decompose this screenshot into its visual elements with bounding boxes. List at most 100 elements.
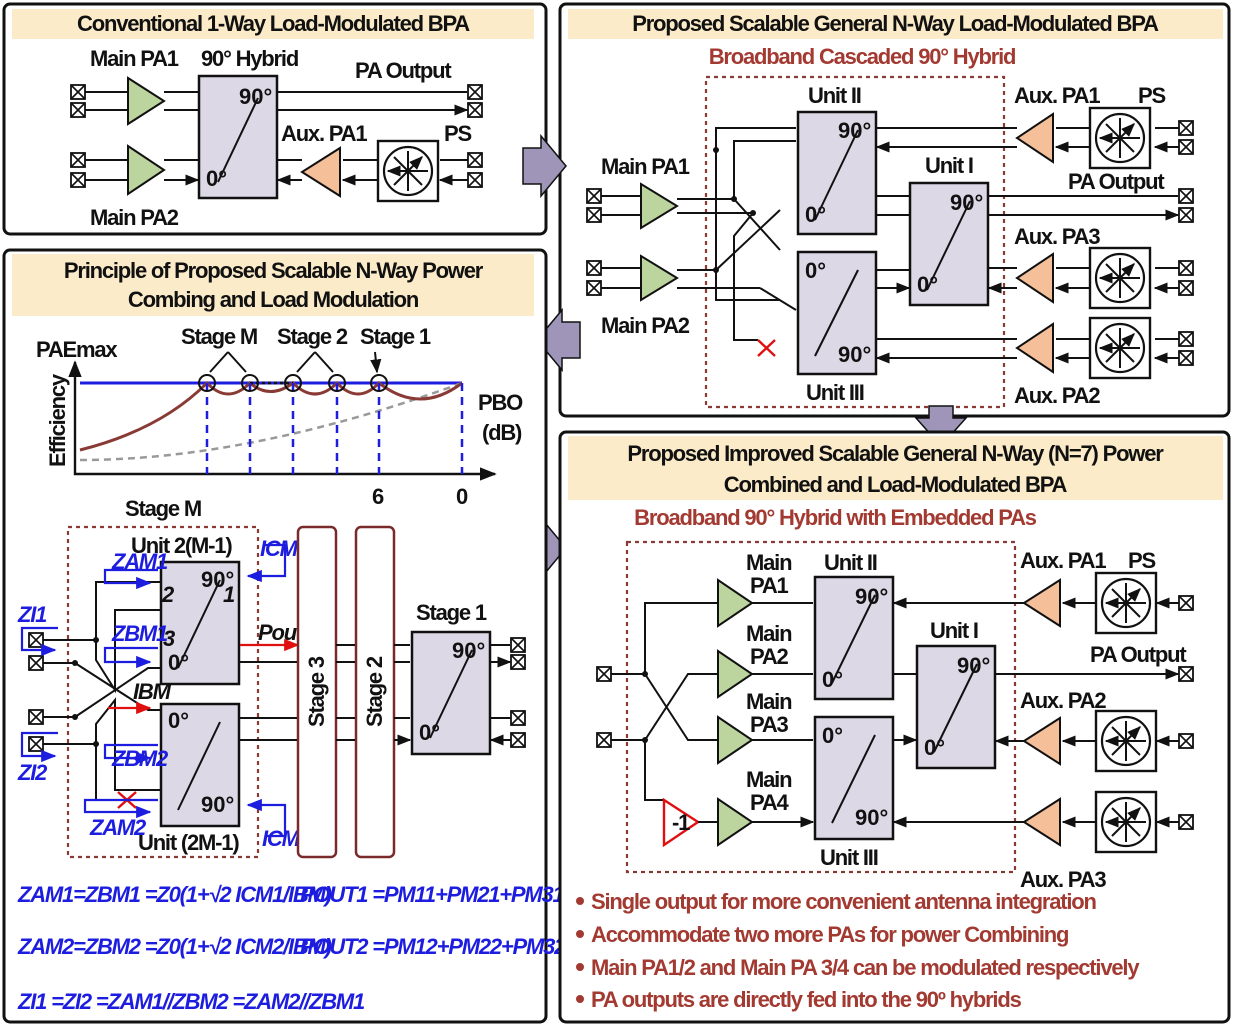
svg-text:ZBM2: ZBM2 [111, 746, 169, 771]
svg-text:6: 6 [372, 484, 384, 509]
svg-text:IBM: IBM [133, 679, 172, 704]
svg-text:Stage M: Stage M [125, 496, 201, 521]
tl-main-pa2 [127, 144, 166, 196]
svg-text:0°: 0° [168, 708, 189, 733]
svg-text:PA3: PA3 [750, 712, 789, 737]
panel-conventional: Conventional 1-Way Load-Modulated BPA Ma… [2, 2, 548, 236]
svg-text:90°: 90° [201, 567, 234, 592]
svg-text:Single output for more conveni: Single output for more convenient antenn… [591, 889, 1097, 914]
svg-text:ZI2: ZI2 [17, 760, 48, 785]
svg-text:Unit I: Unit I [930, 618, 978, 643]
svg-text:90°: 90° [239, 84, 272, 109]
svg-text:PA2: PA2 [750, 644, 789, 669]
tl-aux-pa1-label: Aux. PA1 [281, 121, 367, 146]
panel-scalable: Proposed Scalable General N-Way Load-Mod… [558, 2, 1231, 418]
svg-text:PAEmax: PAEmax [36, 337, 118, 362]
panel-improved: Proposed Improved Scalable General N-Way… [558, 430, 1231, 1024]
svg-text:2: 2 [161, 582, 175, 607]
svg-text:90°: 90° [950, 190, 983, 215]
svg-text:Stage 1: Stage 1 [360, 324, 431, 349]
svg-text:-1: -1 [672, 810, 690, 835]
tl-aux-pa1 [300, 146, 341, 198]
svg-text:POUT2 =PM12+PM22+PM32: POUT2 =PM12+PM22+PM32 [300, 934, 567, 959]
svg-text:Principle of Proposed Scalable: Principle of Proposed Scalable N-Way Pow… [64, 258, 484, 283]
svg-text:0°: 0° [805, 258, 826, 283]
svg-text:Main: Main [746, 689, 792, 714]
svg-text:Stage 3: Stage 3 [304, 656, 329, 727]
svg-text:1: 1 [223, 582, 235, 607]
svg-text:90°: 90° [855, 584, 888, 609]
svg-text:Main PA2: Main PA2 [601, 313, 690, 338]
svg-text:PBO: PBO [478, 390, 523, 415]
svg-text:Unit III: Unit III [806, 380, 864, 405]
svg-text:Stage 2: Stage 2 [277, 324, 348, 349]
svg-text:Unit I: Unit I [925, 153, 973, 178]
svg-text:ZAM2: ZAM2 [89, 815, 147, 840]
svg-text:Stage M: Stage M [181, 324, 257, 349]
svg-text:PA4: PA4 [750, 790, 790, 815]
svg-text:90°: 90° [855, 805, 888, 830]
svg-text:Unit 2(M-1): Unit 2(M-1) [131, 533, 232, 558]
svg-text:(dB): (dB) [482, 420, 522, 445]
tl-main-pa1-label: Main PA1 [90, 46, 179, 71]
svg-text:Aux. PA3: Aux. PA3 [1020, 867, 1106, 892]
svg-text:Main PA1/2 and Main PA 3/4 can: Main PA1/2 and Main PA 3/4 can be modula… [591, 955, 1140, 980]
svg-text:Main PA1: Main PA1 [601, 154, 690, 179]
svg-text:ZI1 =ZI2 =ZAM1//ZBM2 =ZAM2//ZB: ZI1 =ZI2 =ZAM1//ZBM2 =ZAM2//ZBM1 [17, 989, 365, 1014]
svg-text:Unit II: Unit II [824, 550, 877, 575]
tr-subtitle: Broadband Cascaded 90° Hybrid [709, 44, 1016, 69]
svg-text:Aux. PA1: Aux. PA1 [1014, 83, 1100, 108]
tl-pa-output-label: PA Output [355, 58, 452, 83]
svg-text:Main: Main [746, 550, 792, 575]
svg-text:0°: 0° [822, 667, 843, 692]
svg-text:Aux. PA3: Aux. PA3 [1014, 224, 1100, 249]
tl-main-pa2-label: Main PA2 [90, 205, 179, 230]
tl-main-pa1 [127, 76, 166, 126]
svg-text:Efficiency: Efficiency [45, 373, 70, 467]
svg-text:0°: 0° [917, 272, 938, 297]
svg-text:Aux. PA2: Aux. PA2 [1020, 688, 1106, 713]
svg-text:0°: 0° [805, 202, 826, 227]
tl-hybrid-label: 90° Hybrid [201, 46, 298, 71]
svg-text:POUT1 =PM11+PM21+PM31: POUT1 =PM11+PM21+PM31 [300, 882, 565, 907]
svg-text:Aux. PA2: Aux. PA2 [1014, 383, 1100, 408]
svg-text:PA Output: PA Output [1090, 642, 1187, 667]
svg-text:PA1: PA1 [750, 573, 789, 598]
svg-text:ZAM1=ZBM1 =Z0(1+√2 ICM1/IBM): ZAM1=ZBM1 =Z0(1+√2 ICM1/IBM) [17, 882, 332, 907]
svg-text:0°: 0° [822, 723, 843, 748]
panel-tr-title: Proposed Scalable General N-Way Load-Mod… [632, 11, 1159, 36]
svg-text:Stage 1: Stage 1 [416, 600, 487, 625]
svg-text:90°: 90° [452, 638, 485, 663]
svg-text:Combined and Load-Modulated BP: Combined and Load-Modulated BPA [724, 472, 1068, 497]
tl-ps-label: PS [444, 121, 471, 146]
svg-text:3: 3 [163, 626, 175, 651]
svg-text:ZI1: ZI1 [17, 602, 47, 627]
svg-text:PA Output: PA Output [1068, 169, 1165, 194]
svg-text:Stage 2: Stage 2 [362, 656, 387, 727]
svg-text:Proposed Improved Scalable Gen: Proposed Improved Scalable General N-Way… [627, 441, 1164, 466]
svg-text:Combing and Load Modulation: Combing and Load Modulation [128, 287, 419, 312]
panel-tl-title: Conventional 1-Way Load-Modulated BPA [77, 11, 470, 36]
svg-text:PS: PS [1128, 548, 1155, 573]
svg-text:0°: 0° [419, 720, 440, 745]
svg-text:Aux. PA1: Aux. PA1 [1020, 548, 1106, 573]
svg-text:Unit II: Unit II [808, 83, 861, 108]
svg-text:ZBM1: ZBM1 [111, 621, 168, 646]
svg-text:ZAM2=ZBM2 =Z0(1+√2 ICM2/IBM): ZAM2=ZBM2 =Z0(1+√2 ICM2/IBM) [17, 934, 332, 959]
svg-text:0°: 0° [168, 650, 189, 675]
svg-text:Main: Main [746, 621, 792, 646]
svg-text:PA outputs are directly fed in: PA outputs are directly fed into the 90º… [591, 987, 1022, 1012]
svg-text:PS: PS [1138, 83, 1165, 108]
panel-principle: Principle of Proposed Scalable N-Way Pow… [2, 248, 568, 1024]
svg-text:90°: 90° [838, 118, 871, 143]
svg-text:0: 0 [456, 484, 468, 509]
svg-text:0°: 0° [206, 166, 227, 191]
svg-text:90°: 90° [201, 792, 234, 817]
svg-text:90°: 90° [957, 653, 990, 678]
svg-text:Broadband 90° Hybrid with Embe: Broadband 90° Hybrid with Embedded PAs [634, 505, 1037, 530]
svg-text:Unit (2M-1): Unit (2M-1) [138, 830, 239, 855]
svg-text:90°: 90° [838, 342, 871, 367]
svg-text:Unit III: Unit III [820, 845, 878, 870]
